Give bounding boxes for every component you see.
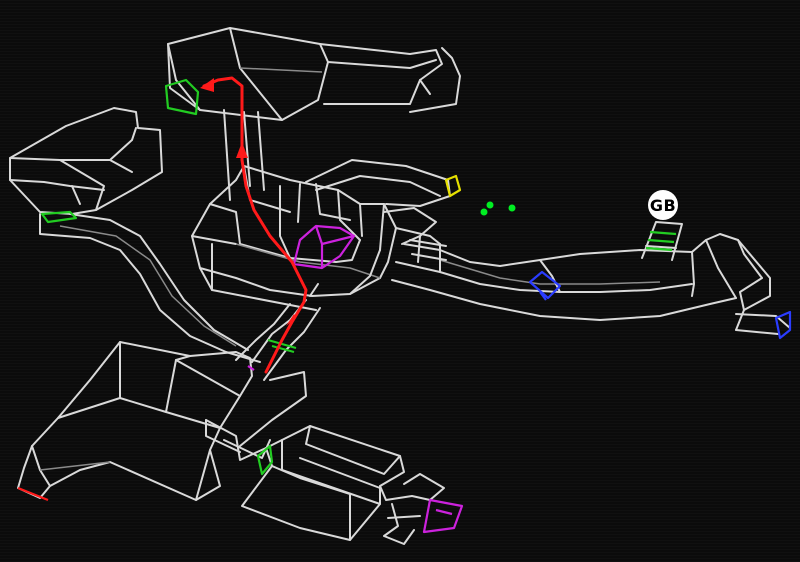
- door-blue-right: [774, 310, 792, 340]
- door-green-top: [164, 78, 200, 116]
- corridor-right: [391, 235, 737, 321]
- door-green-center: [267, 338, 297, 354]
- door-magenta-center: [292, 224, 356, 270]
- route-arrow-icon: [236, 142, 248, 158]
- route-arrow-icon: [286, 314, 296, 326]
- room-top: [167, 27, 461, 201]
- room-upper-left: [9, 107, 163, 215]
- door-magenta-bottom: [422, 498, 464, 534]
- room-center-hub: [191, 165, 397, 311]
- door-green-left: [40, 210, 78, 224]
- route-path: [200, 76, 308, 374]
- room-lower-left: [17, 341, 253, 501]
- waypoint-marker-icon[interactable]: GB: [648, 190, 678, 220]
- room-bottom-center: [241, 425, 445, 545]
- room-far-right: [641, 221, 791, 335]
- player-dot-icon: [480, 208, 488, 216]
- door-green-bottom: [256, 444, 274, 476]
- door-magenta-small: [247, 365, 255, 371]
- corridor-lower-center: [205, 299, 321, 461]
- door-green-right: [645, 230, 677, 252]
- player-dot-icon: [508, 204, 516, 212]
- corridor-left: [39, 213, 261, 363]
- door-yellow: [444, 174, 462, 198]
- route-arrow-icon: [200, 78, 214, 92]
- player-dot-icon: [486, 201, 494, 209]
- door-red-exit: [17, 486, 49, 502]
- door-blue-mid: [528, 270, 562, 301]
- room-upper-right: [305, 159, 451, 245]
